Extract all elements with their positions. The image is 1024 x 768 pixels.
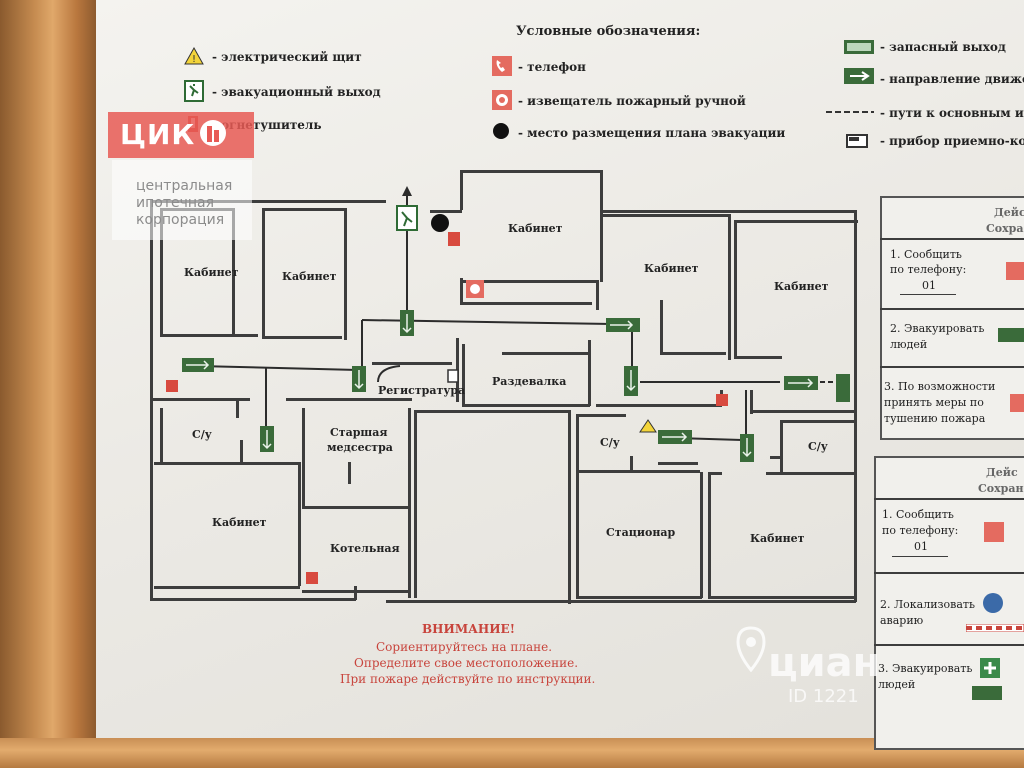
panel2-step1-phone: 01 — [914, 540, 928, 553]
panel1-step1-phone: 01 — [922, 279, 936, 292]
warning-line-1: Сориентируйтесь на плане. — [376, 640, 553, 654]
panel2-step2-b: аварию — [880, 614, 924, 627]
panel2-step3-b: людей — [878, 678, 916, 691]
room-label-cloakroom: Раздевалка — [492, 375, 567, 388]
panel1-step2-a: 2. Эвакуировать — [890, 322, 985, 335]
warning-title: ВНИМАНИЕ! — [422, 622, 515, 636]
panel2-step3-a: 3. Эвакуировать — [878, 662, 973, 675]
room-label-nurse-2: медсестра — [327, 441, 393, 454]
room-label-wc-3: С/у — [808, 440, 828, 453]
panel2-hazard-tape-icon — [966, 624, 1024, 632]
panel1-step1-b: по телефону: — [890, 263, 967, 276]
panel1-header-1: Дейс — [994, 206, 1024, 219]
logo-sub-line-2: ипотечная — [136, 195, 215, 211]
legend-label-alarm: - извещатель пожарный ручной — [518, 94, 746, 108]
panel1-step3-b: принять меры по — [884, 396, 984, 409]
watermark-id: ID 1221 — [788, 686, 859, 707]
panel2-exit-sign-icon — [972, 686, 1002, 700]
panel2-first-aid-icon — [980, 658, 1000, 678]
instruction-panel-fire — [880, 196, 1024, 440]
wooden-frame-bottom — [0, 738, 1024, 768]
svg-text:!: ! — [192, 54, 196, 65]
room-label-cabinet-4: Кабинет — [644, 262, 699, 275]
panel2-info-icon — [983, 593, 1003, 613]
panel1-step3-a: 3. По возможности — [884, 380, 996, 393]
location-dot-icon — [493, 123, 509, 139]
warning-icon: ! — [184, 47, 204, 65]
phone-icon — [492, 56, 512, 76]
panel1-phone-icon — [1006, 262, 1024, 280]
panel2-step1-b: по телефону: — [882, 524, 959, 537]
room-label-wc-1: С/у — [192, 428, 212, 441]
logo-sub-line-1: центральная — [136, 178, 233, 194]
room-label-wc-2: С/у — [600, 436, 620, 449]
panel1-header-2: Сохра — [986, 222, 1024, 235]
panel1-step3-c: тушению пожара — [884, 412, 986, 425]
watermark: циан ID 1221 — [768, 640, 880, 707]
evacuation-sign-top — [396, 205, 418, 231]
legend-label-direction: - направление движе — [880, 72, 1024, 86]
room-label-cabinet-3: Кабинет — [508, 222, 563, 235]
panel1-extinguisher-icon — [1010, 394, 1024, 412]
logo-badge — [108, 112, 254, 158]
room-label-nurse-1: Старшая — [330, 426, 388, 439]
legend-label-spare-exit: - запасный выход — [880, 40, 1006, 54]
legend-label-exit: - эвакуационный выход — [212, 85, 381, 99]
warning-line-2: Определите свое местоположение. — [354, 656, 579, 670]
evacuation-exit-icon — [184, 80, 204, 102]
panel1-step2-b: людей — [890, 338, 928, 351]
watermark-brand: циан — [768, 640, 881, 686]
warning-line-3: При пожаре действуйте по инструкции. — [340, 672, 596, 686]
room-label-cabinet-7: Кабинет — [750, 532, 805, 545]
logo-sub-line-3: корпорация — [136, 212, 225, 228]
legend-label-plan-location: - место размещения плана эвакуации — [518, 126, 786, 140]
logo-building-icon — [200, 120, 226, 146]
logo-subtitle-block: центральная ипотечная корпорация — [112, 160, 252, 240]
watermark-pin-icon — [736, 626, 766, 672]
room-label-cabinet-1: Кабинет — [184, 266, 239, 279]
spare-exit-icon — [844, 40, 874, 54]
legend-label-phone: - телефон — [518, 60, 586, 74]
legend-label-paths: - пути к основным и з — [880, 106, 1024, 120]
dashed-path-icon — [826, 111, 874, 113]
logo-name: ЦИК — [120, 118, 196, 151]
room-label-cabinet-6: Кабинет — [212, 516, 267, 529]
panel2-step1-a: 1. Сообщить — [882, 508, 954, 521]
panel2-phone-icon — [984, 522, 1004, 542]
room-label-cabinet-2: Кабинет — [282, 270, 337, 283]
fire-alarm-icon — [492, 90, 512, 110]
receiver-device-icon — [846, 134, 868, 148]
room-label-boiler: Котельная — [330, 542, 400, 555]
direction-arrow-icon — [844, 68, 874, 84]
panel2-step2-a: 2. Локализовать — [880, 598, 975, 611]
room-label-cabinet-5: Кабинет — [774, 280, 829, 293]
room-label-hospital: Стационар — [606, 526, 676, 539]
panel1-step1-a: 1. Сообщить — [890, 248, 962, 261]
panel1-exit-sign-icon — [998, 328, 1024, 342]
panel2-header-2: Сохран — [978, 482, 1024, 495]
legend-label-panel: - электрический щит — [212, 50, 362, 64]
wooden-frame-left — [0, 0, 96, 768]
room-label-reception: Регистратура — [378, 384, 466, 397]
panel2-header-1: Дейс — [986, 466, 1018, 479]
legend-title: Условные обозначения: — [516, 24, 701, 39]
legend-label-receiver: - прибор приемно-кон — [880, 134, 1024, 148]
